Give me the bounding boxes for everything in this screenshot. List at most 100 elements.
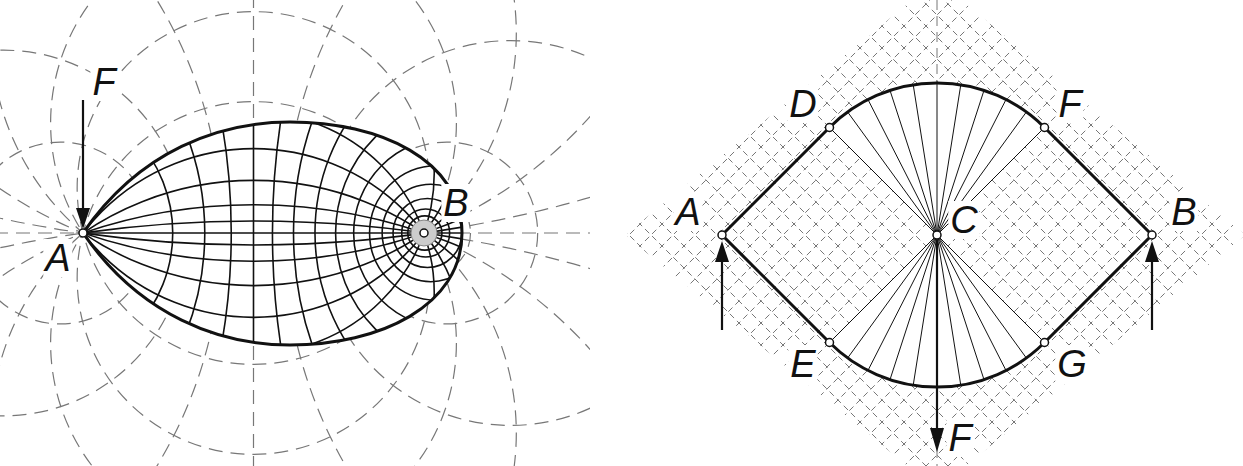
dashed-trajectories <box>0 0 590 466</box>
fan-line <box>937 235 961 385</box>
dashed-trajectory <box>408 216 442 250</box>
grid-line <box>469 0 1243 466</box>
grid-line <box>0 0 1163 466</box>
grid-line <box>161 0 1243 466</box>
grid-line <box>0 0 1119 466</box>
grid-line <box>73 0 1243 466</box>
grid-line <box>381 0 1243 466</box>
grid-line <box>843 0 1243 466</box>
grid-line <box>821 0 1243 466</box>
stress-trajectory <box>0 0 231 466</box>
stress-trajectory <box>0 221 1243 466</box>
dashed-trajectory <box>253 0 254 466</box>
joint <box>826 339 834 347</box>
grid-line <box>601 0 1243 466</box>
grid-line <box>139 0 1243 466</box>
fan-line <box>830 235 937 342</box>
stress-trajectory <box>336 97 608 369</box>
stress-trajectory <box>408 216 442 250</box>
fan-line <box>937 235 984 380</box>
joint <box>933 231 941 239</box>
grid-line <box>733 0 1243 466</box>
grid-line <box>403 0 1243 466</box>
grid-line <box>799 0 1243 466</box>
grid-line <box>799 0 1243 466</box>
grid-line <box>0 0 855 466</box>
grid-line <box>0 0 987 466</box>
fan-ground <box>830 83 1045 235</box>
grid-line <box>535 0 1243 466</box>
grid-line <box>0 0 877 466</box>
fan-line <box>848 112 937 235</box>
stress-trajectory <box>0 93 173 372</box>
point-label: F <box>90 63 117 101</box>
grid-line <box>557 0 1243 466</box>
grid-line <box>73 0 1243 466</box>
point-label: A <box>43 239 72 277</box>
joint <box>718 231 726 239</box>
grid-line <box>711 0 1243 466</box>
grid-line <box>425 0 1243 466</box>
grid-line <box>843 0 1243 466</box>
grid-line <box>0 0 1163 466</box>
fan-line <box>830 128 937 235</box>
grid-line <box>997 0 1243 466</box>
grid-line <box>513 0 1243 466</box>
grid-line <box>0 0 1009 466</box>
grid-line <box>953 0 1243 466</box>
grid-line <box>0 0 1097 466</box>
stress-trajectory <box>354 138 544 328</box>
grid-line <box>777 0 1243 466</box>
fan-line <box>890 90 937 235</box>
grid-line <box>579 0 1243 466</box>
grid-line <box>0 0 943 466</box>
arrow-head <box>930 428 944 452</box>
arrow-head <box>715 241 729 262</box>
grid-line <box>0 0 987 466</box>
arrow-head <box>1145 241 1159 262</box>
grid-line <box>535 0 1243 466</box>
stress-trajectory <box>253 0 255 466</box>
grid-line <box>271 0 1243 466</box>
grid-line <box>249 0 1243 466</box>
grid-line <box>0 0 1075 466</box>
stress-trajectory <box>0 205 782 466</box>
grid-line <box>337 0 1243 466</box>
grid-line <box>865 0 1243 466</box>
grid-line <box>293 0 1243 466</box>
reaction-arrow <box>721 258 723 330</box>
grid-line <box>887 0 1243 466</box>
grid-line <box>513 0 1243 466</box>
point-label: B <box>1169 193 1198 231</box>
grid-line <box>645 0 1243 466</box>
grid-line <box>909 0 1243 466</box>
grid-line <box>0 0 1031 466</box>
grid-line <box>315 0 1243 466</box>
grid-line <box>777 0 1243 466</box>
grid-line <box>117 0 1243 466</box>
grid-line <box>0 0 899 466</box>
grid-line <box>337 0 1243 466</box>
grid-line <box>0 0 1185 466</box>
grid-line <box>0 0 1119 466</box>
grid-line <box>205 0 1243 466</box>
grid-line <box>447 0 1243 466</box>
stress-trajectory <box>382 184 479 281</box>
grid-line <box>227 0 1243 466</box>
grid-line <box>315 0 1243 466</box>
grid-line <box>0 0 921 466</box>
joint <box>79 229 87 237</box>
grid-line <box>0 0 943 466</box>
fan-line <box>868 235 937 370</box>
grid-line <box>0 0 899 466</box>
lens-outline <box>83 122 462 345</box>
grid-line <box>1041 0 1243 466</box>
grid-line <box>1019 0 1243 466</box>
grid-line <box>469 0 1243 466</box>
grid-line <box>0 0 1097 466</box>
arrow-head <box>76 208 90 229</box>
joint <box>826 124 834 132</box>
grid-line <box>909 0 1243 466</box>
